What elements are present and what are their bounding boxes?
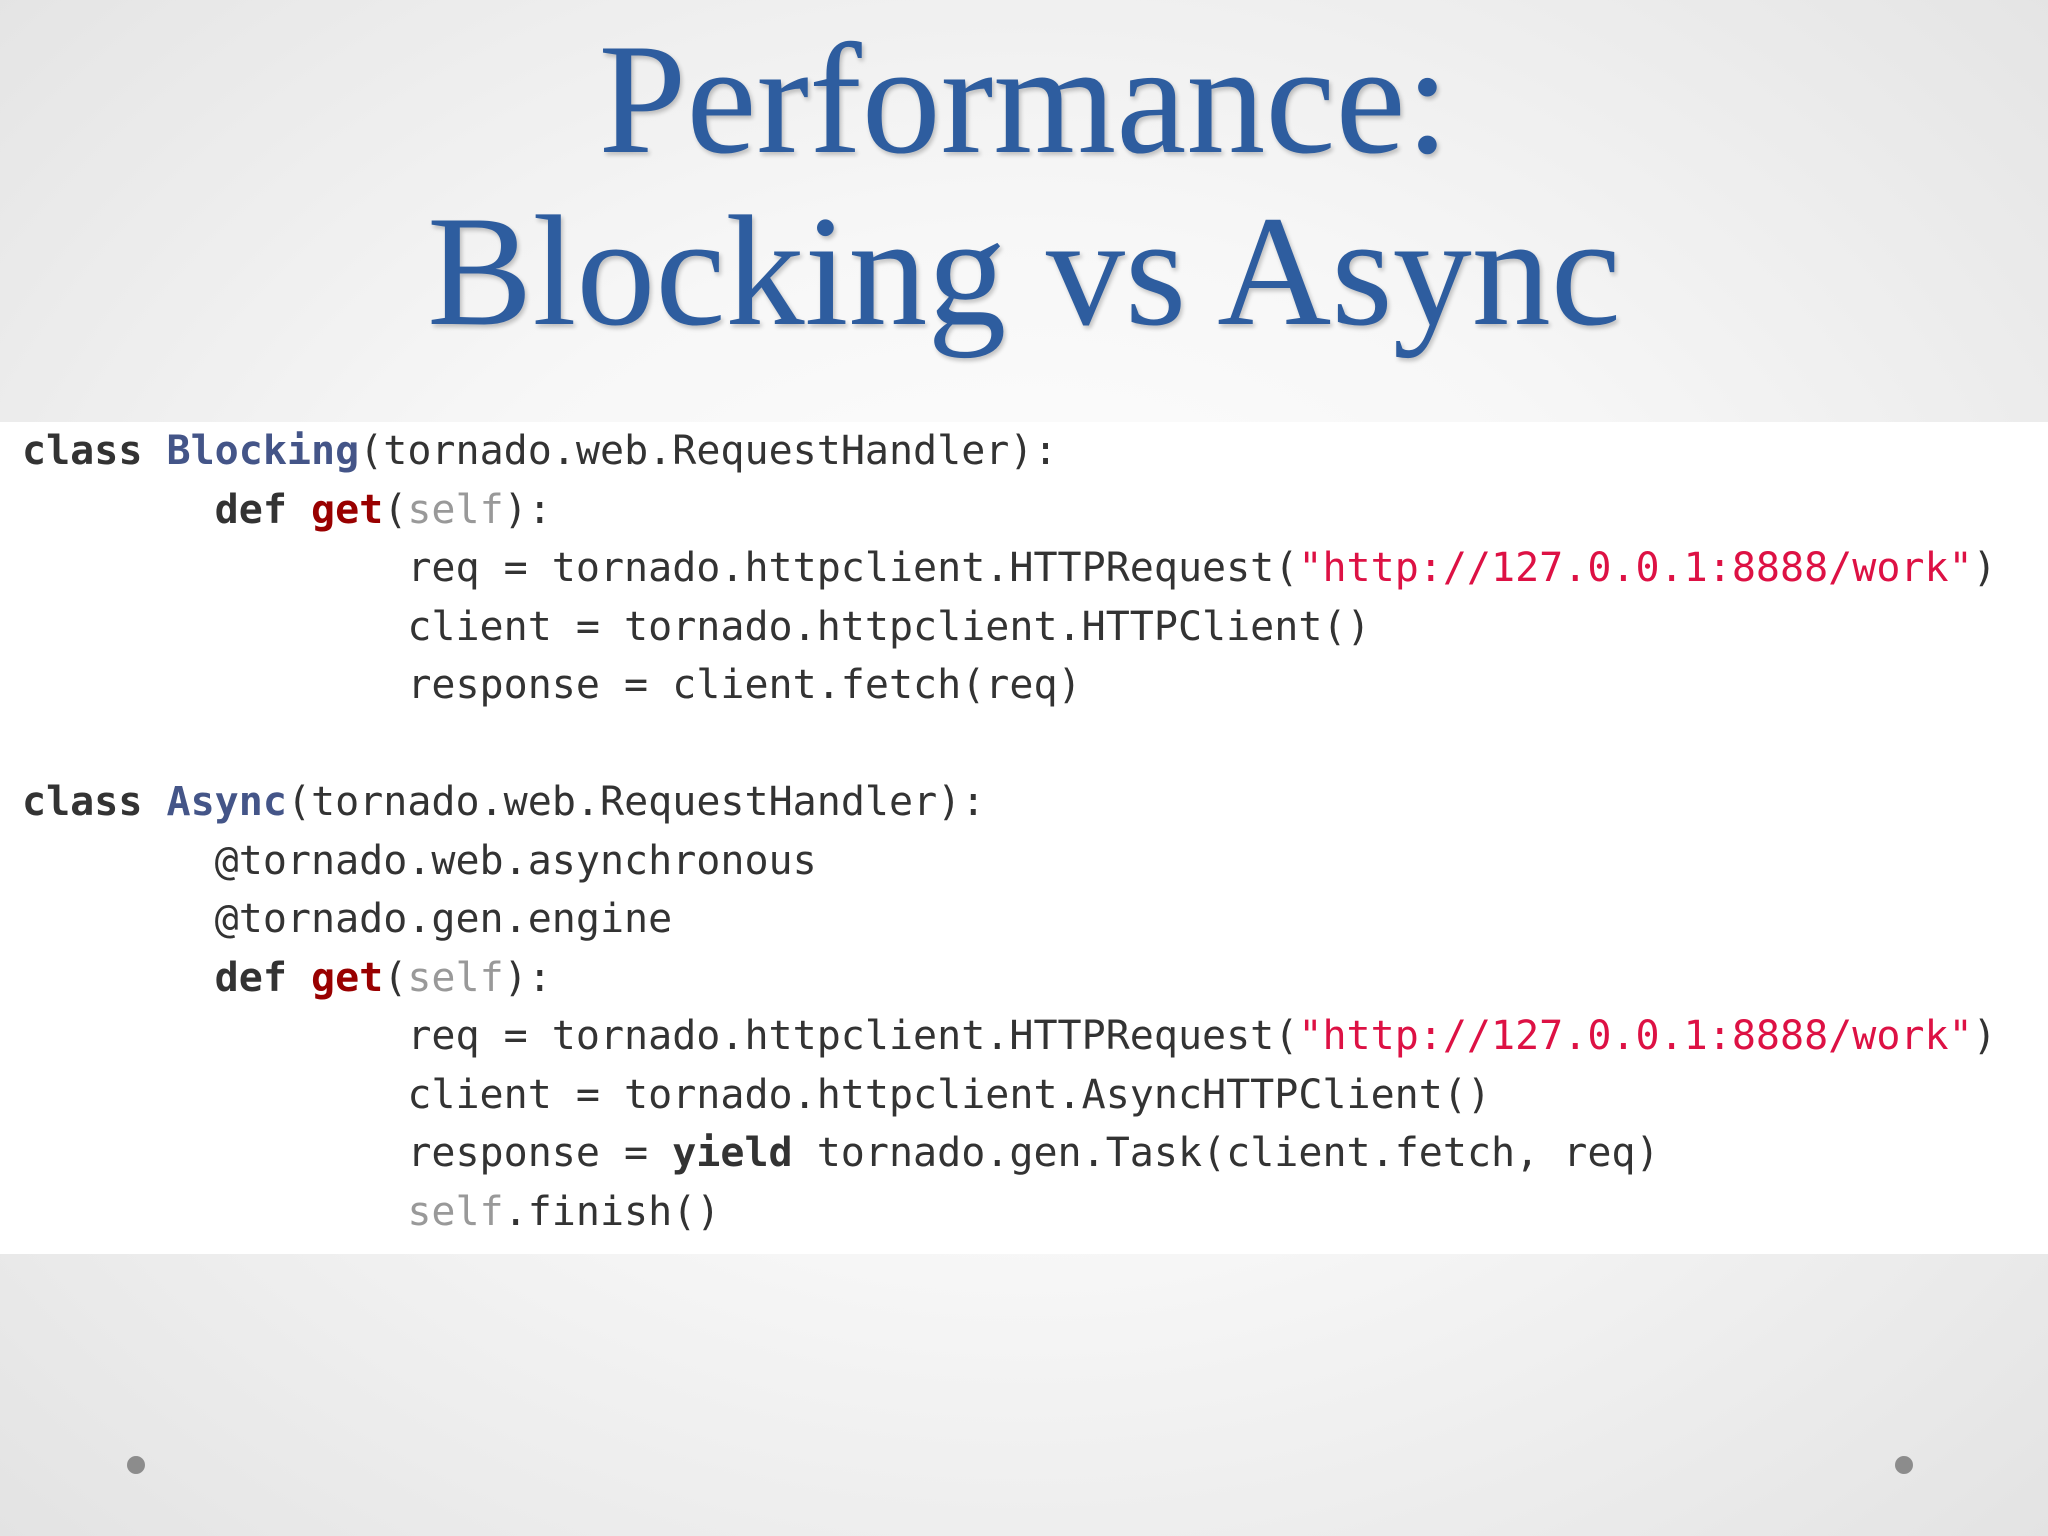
code-line-async-decorator-1: @tornado.web.asynchronous <box>22 832 1997 891</box>
decorator-asynchronous: @tornado.web.asynchronous <box>214 837 817 884</box>
code-line-blocking-client: client = tornado.httpclient.HTTPClient() <box>22 598 1997 657</box>
url-string: "http://127.0.0.1:8888/work" <box>1298 545 1973 591</box>
code-text: ) <box>1972 545 1997 591</box>
paren-close: ): <box>503 954 552 1001</box>
code-text: .finish() <box>503 1188 721 1235</box>
dot-bullet-icon <box>127 1456 145 1474</box>
code-panel: class Blocking(tornado.web.RequestHandle… <box>0 422 2048 1254</box>
keyword-class: class <box>22 779 143 825</box>
title-line-1: Performance: <box>598 12 1450 187</box>
keyword-yield: yield <box>672 1130 793 1176</box>
code-line-async-class: class Async(tornado.web.RequestHandler): <box>22 773 1997 832</box>
code-line-blocking-req: req = tornado.httpclient.HTTPRequest("ht… <box>22 539 1997 598</box>
code-line-blank <box>22 715 1997 774</box>
code-line-async-req: req = tornado.httpclient.HTTPRequest("ht… <box>22 1007 1997 1066</box>
slide-title: Performance: Blocking vs Async <box>0 14 2048 358</box>
keyword-def: def <box>214 486 287 533</box>
self-ref: self <box>407 1188 504 1235</box>
code-line-blocking-class: class Blocking(tornado.web.RequestHandle… <box>22 422 1997 481</box>
class-name-async: Async <box>166 779 287 825</box>
code-text: response = <box>407 1130 673 1176</box>
code-text: tornado.gen.Task(client.fetch, req) <box>792 1130 1660 1176</box>
code-text: response = client.fetch(req) <box>407 662 1082 708</box>
self-param: self <box>407 486 504 533</box>
code-block: class Blocking(tornado.web.RequestHandle… <box>22 422 1997 1241</box>
code-line-async-client: client = tornado.httpclient.AsyncHTTPCli… <box>22 1066 1997 1125</box>
self-param: self <box>407 954 504 1001</box>
code-line-async-finish: self.finish() <box>22 1183 1997 1242</box>
paren-close: ): <box>503 486 552 533</box>
code-line-blocking-response: response = client.fetch(req) <box>22 656 1997 715</box>
code-text: req = tornado.httpclient.HTTPRequest( <box>407 1013 1299 1059</box>
class-name-blocking: Blocking <box>166 428 360 474</box>
class-base: (tornado.web.RequestHandler): <box>359 428 1058 474</box>
function-name-get: get <box>311 486 384 533</box>
title-line-2: Blocking vs Async <box>427 184 1621 359</box>
class-base: (tornado.web.RequestHandler): <box>286 779 986 825</box>
paren-open: ( <box>383 486 408 533</box>
code-line-async-decorator-2: @tornado.gen.engine <box>22 890 1997 949</box>
url-string: "http://127.0.0.1:8888/work" <box>1298 1013 1973 1059</box>
dot-bullet-icon <box>1895 1456 1913 1474</box>
keyword-def: def <box>214 954 287 1001</box>
code-text: client = tornado.httpclient.AsyncHTTPCli… <box>407 1071 1492 1118</box>
code-text: req = tornado.httpclient.HTTPRequest( <box>407 545 1299 591</box>
code-line-blocking-def: def get(self): <box>22 481 1997 540</box>
code-text: ) <box>1972 1013 1997 1059</box>
keyword-class: class <box>22 428 143 474</box>
code-text: client = tornado.httpclient.HTTPClient() <box>407 603 1371 650</box>
function-name-get: get <box>311 954 384 1001</box>
code-line-async-response: response = yield tornado.gen.Task(client… <box>22 1124 1997 1183</box>
paren-open: ( <box>383 954 408 1001</box>
decorator-gen-engine: @tornado.gen.engine <box>214 896 673 942</box>
code-line-async-def: def get(self): <box>22 949 1997 1008</box>
